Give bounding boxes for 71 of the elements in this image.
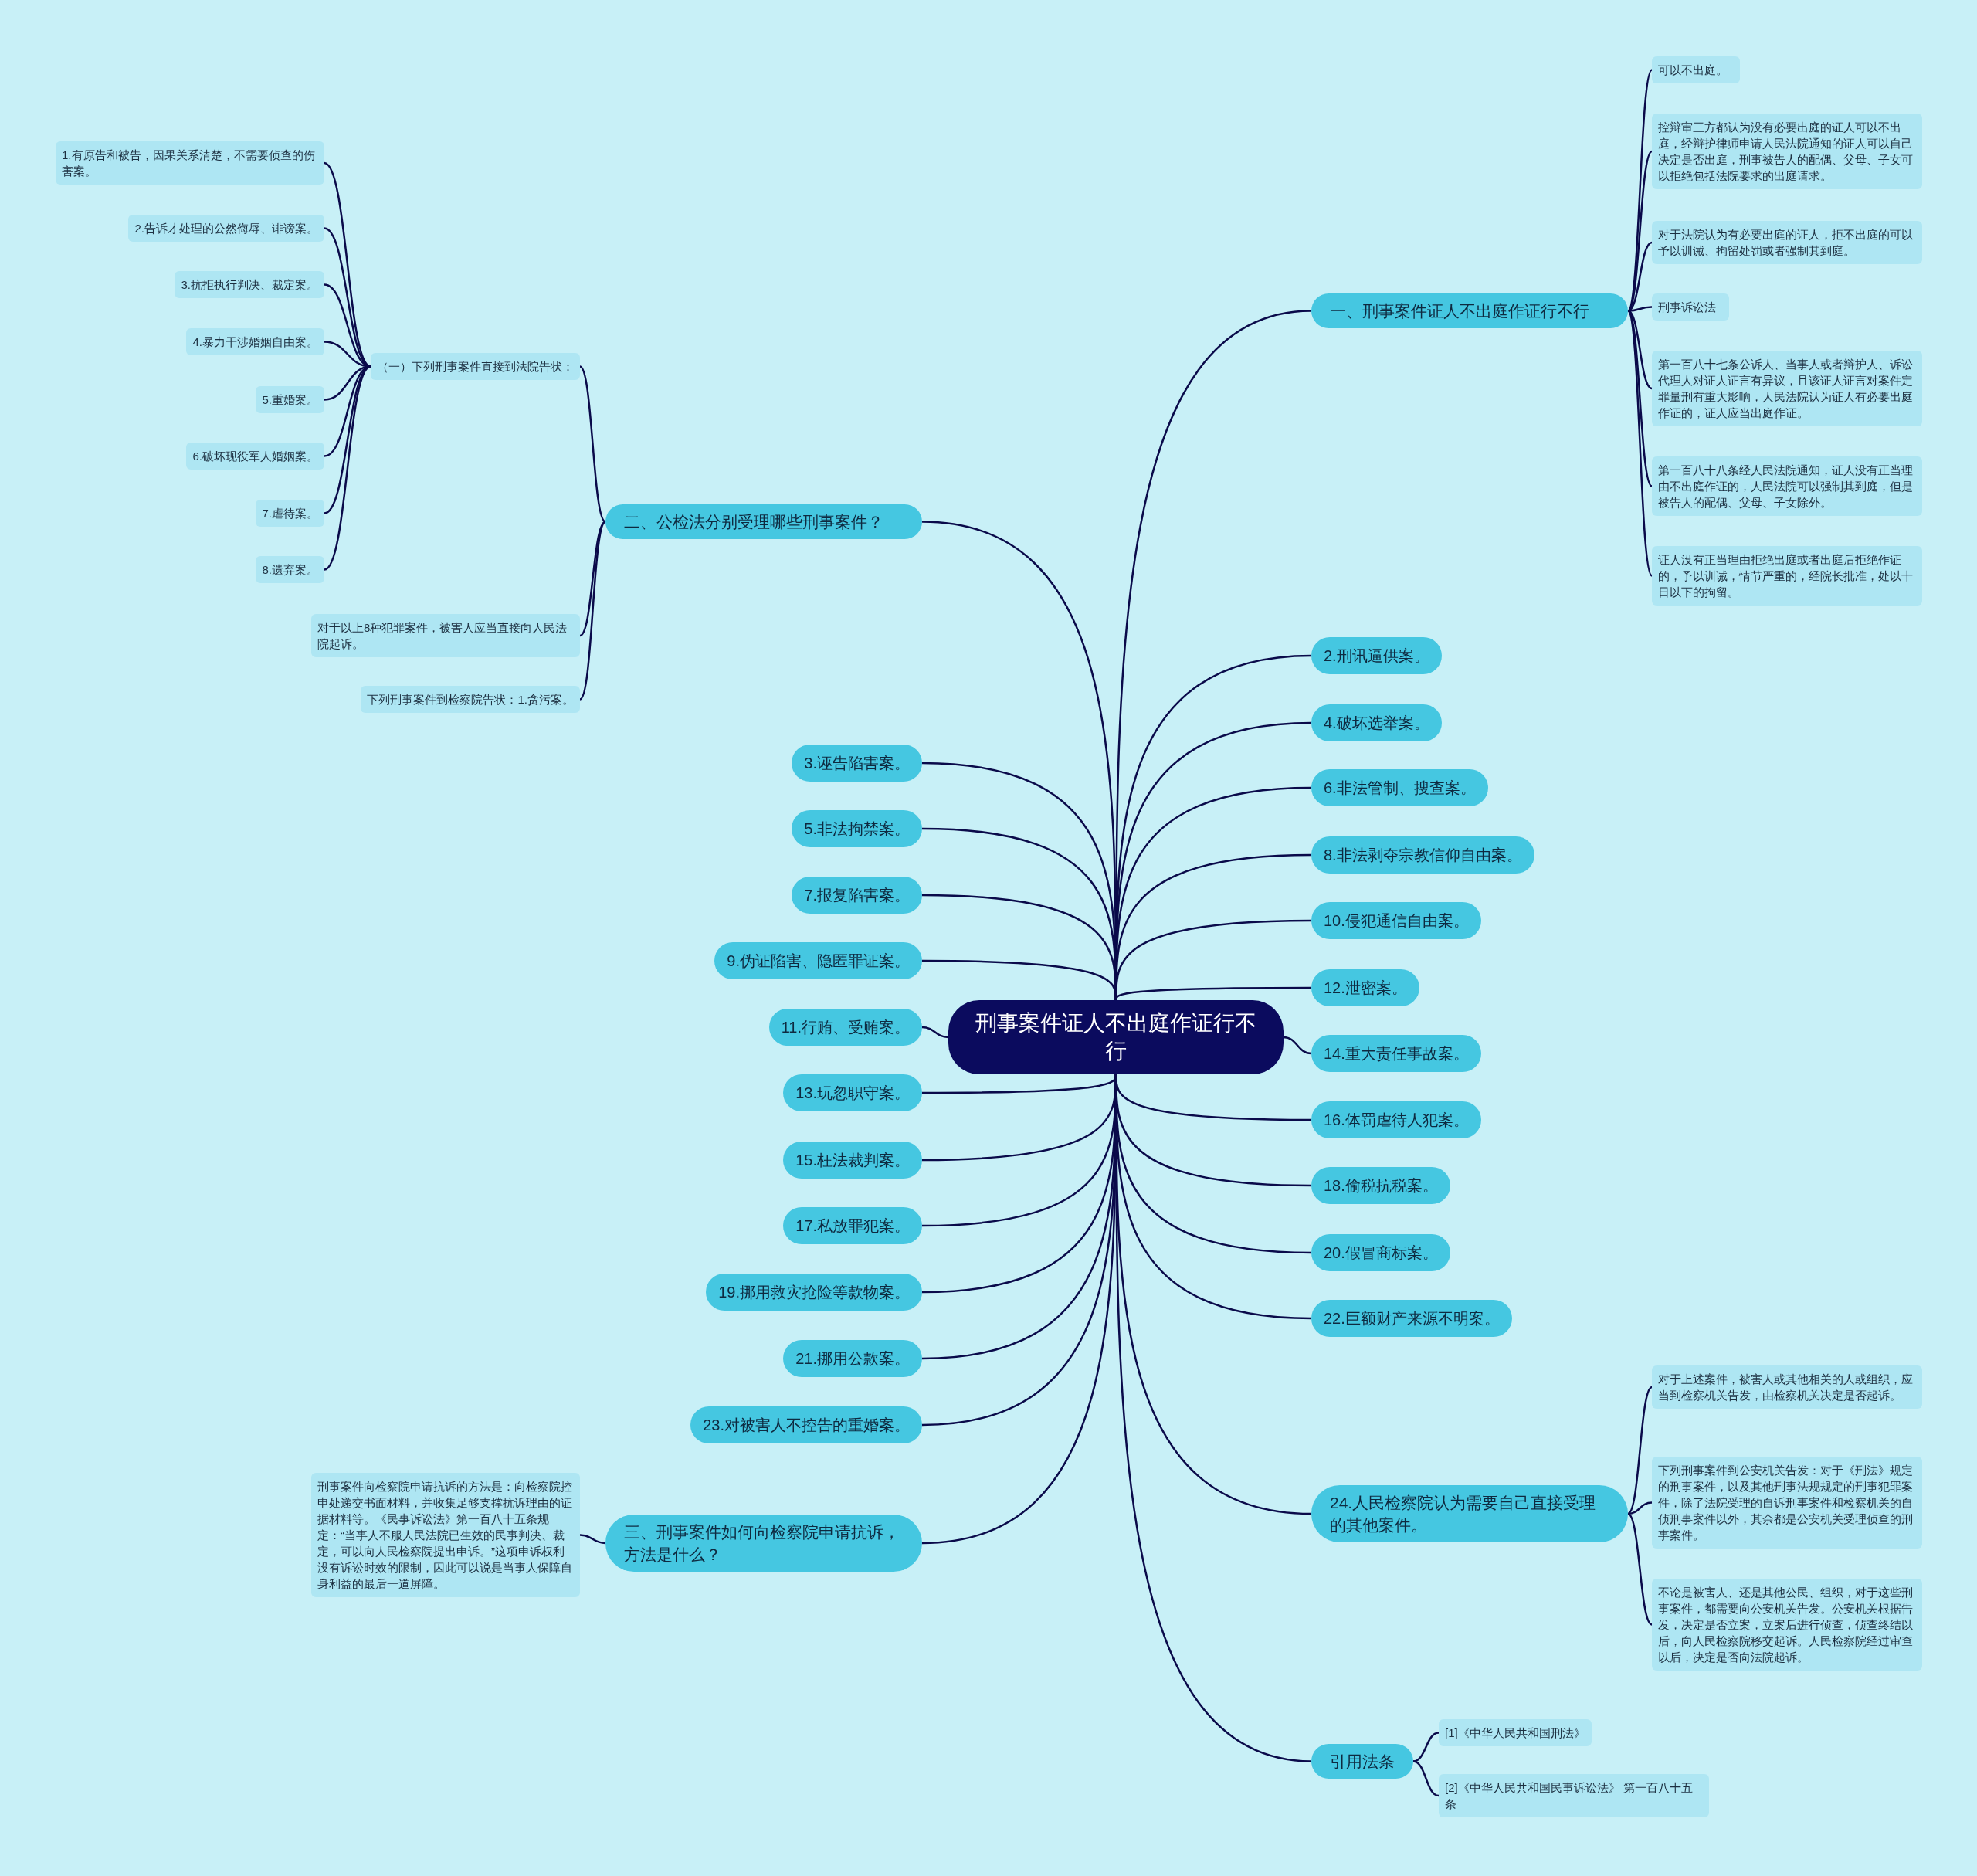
note-card: 不论是被害人、还是其他公民、组织，对于这些刑事案件，都需要向公安机关告发。公安机关根据告发，决定是否立案，立案后进行侦查，侦查终结以后，向人民检察院移交起诉。人民检察院经过审查以后，决定是否向法院起诉。: [1652, 1579, 1922, 1671]
note-card: （一）下列刑事案件直接到法院告状：: [371, 353, 580, 380]
note-card: 6.破坏现役军人婚姻案。: [186, 443, 324, 470]
branch-topic: 三、刑事案件如何向检察院申请抗诉，方法是什么？: [605, 1515, 922, 1572]
connector-line: [1412, 1760, 1440, 1797]
topic-pill: 4.破坏选举案。: [1311, 704, 1442, 741]
topic-pill: 12.泄密案。: [1311, 969, 1419, 1006]
note-card: [2]《中华人民共和国民事诉讼法》 第一百八十五条: [1439, 1774, 1709, 1817]
topic-pill: 16.体罚虐待人犯案。: [1311, 1101, 1481, 1138]
topic-pill: 13.玩忽职守案。: [783, 1074, 922, 1111]
connector-line: [921, 1026, 949, 1039]
connector-line: [579, 521, 606, 636]
connector-line: [579, 1534, 606, 1545]
note-card: 7.虐待案。: [256, 500, 324, 527]
topic-pill: 14.重大责任事故案。: [1311, 1035, 1481, 1072]
note-card: 第一百八十八条经人民法院通知，证人没有正当理由不出庭作证的，人民法院可以强制其到庭，但是被告人的配偶、父母、子女除外。: [1652, 456, 1922, 516]
branch-topic: 引用法条: [1311, 1744, 1413, 1779]
note-card: 可以不出庭。: [1652, 56, 1740, 83]
topic-pill: 7.报复陷害案。: [792, 877, 922, 914]
connector-line: [1412, 1732, 1440, 1762]
note-card: 第一百八十七条公诉人、当事人或者辩护人、诉讼代理人对证人证言有异议，且该证人证言对案件定罪量刑有重大影响，人民法院认为证人有必要出庭作证的，证人应当出庭作证。: [1652, 351, 1922, 426]
connector-line: [1283, 1036, 1312, 1055]
note-card: 8.遗弃案。: [256, 556, 324, 583]
connector-line: [324, 365, 371, 571]
connector-line: [324, 162, 371, 368]
connector-line: [579, 521, 606, 701]
note-card: 对于法院认为有必要出庭的证人，拒不出庭的可以予以训诫、拘留处罚或者强制其到庭。: [1652, 221, 1922, 264]
central-topic: 刑事案件证人不出庭作证行不行: [948, 1000, 1284, 1074]
note-card: 控辩审三方都认为没有必要出庭的证人可以不出庭，经辩护律师申请人民法院通知的证人可以自己决定是否出庭，刑事被告人的配偶、父母、子女可以拒绝包括法院要求的出庭请求。: [1652, 114, 1922, 189]
topic-pill: 22.巨额财产来源不明案。: [1311, 1300, 1512, 1337]
connector-line: [1627, 310, 1653, 390]
note-card: 2.告诉才处理的公然侮辱、诽谤案。: [128, 215, 324, 242]
topic-pill: 2.刑讯逼供案。: [1311, 637, 1442, 674]
topic-pill: 11.行贿、受贿案。: [768, 1009, 922, 1046]
note-card: 下列刑事案件到检察院告状：1.贪污案。: [361, 686, 580, 713]
connector-line: [1627, 1513, 1653, 1626]
note-card: 对于以上8种犯罪案件，被害人应当直接向人民法院起诉。: [311, 614, 580, 657]
note-card: 证人没有正当理由拒绝出庭或者出庭后拒绝作证的，予以训诫，情节严重的，经院长批准，处以十日以下的拘留。: [1652, 546, 1922, 606]
topic-pill: 8.非法剥夺宗教信仰自由案。: [1311, 836, 1534, 874]
note-card: 1.有原告和被告，因果关系清楚，不需要侦查的伤害案。: [56, 141, 324, 185]
connector-line: [579, 365, 606, 523]
note-card: 5.重婚案。: [256, 386, 324, 413]
topic-pill: 17.私放罪犯案。: [783, 1207, 922, 1244]
note-card: 对于上述案件，被害人或其他相关的人或组织，应当到检察机关告发，由检察机关决定是否起诉。: [1652, 1365, 1922, 1409]
connector-line: [324, 365, 371, 457]
connector-line: [1627, 151, 1653, 312]
connector-line: [1627, 1386, 1653, 1515]
branch-topic: 一、刑事案件证人不出庭作证行不行: [1311, 293, 1628, 328]
topic-pill: 19.挪用救灾抢险等款物案。: [706, 1274, 922, 1311]
topic-pill: 5.非法拘禁案。: [792, 810, 922, 847]
connector-line: [922, 959, 1117, 1001]
note-card: 下列刑事案件到公安机关告发：对于《刑法》规定的刑事案件，以及其他刑事法规规定的刑事犯罪案件，除了法院受理的自诉刑事案件和检察机关的自侦刑事案件以外，其余都是公安机关受理侦查的刑事案件。: [1652, 1457, 1922, 1549]
branch-topic: 24.人民检察院认为需要自己直接受理的其他案件。: [1311, 1485, 1628, 1542]
topic-pill: 3.诬告陷害案。: [792, 745, 922, 782]
branch-topic: 二、公检法分别受理哪些刑事案件？: [605, 504, 922, 539]
note-card: [1]《中华人民共和国刑法》: [1439, 1719, 1592, 1746]
connector-line: [1114, 986, 1311, 1001]
note-card: 3.抗拒执行判决、裁定案。: [175, 271, 324, 298]
topic-pill: 23.对被害人不控告的重婚案。: [690, 1406, 922, 1443]
topic-pill: 10.侵犯通信自由案。: [1311, 902, 1481, 939]
topic-pill: 15.枉法裁判案。: [783, 1142, 922, 1179]
note-card: 刑事诉讼法: [1652, 293, 1729, 321]
note-card: 刑事案件向检察院申请抗诉的方法是：向检察院控申处递交书面材料，并收集足够支撑抗诉理由的证据材料等。《民事诉讼法》第一百八十五条规定：“当事人不服人民法院已生效的民事判决、裁定，可以向人民检察院提出申诉。”这项申诉权利没有诉讼时效的限制，因此可以说是当事人保障自身利益的最后一道屏障。: [311, 1473, 580, 1597]
note-card: 4.暴力干涉婚姻自由案。: [186, 328, 324, 355]
topic-pill: 9.伪证陷害、隐匿罪证案。: [714, 942, 922, 979]
topic-pill: 20.假冒商标案。: [1311, 1234, 1450, 1271]
topic-pill: 6.非法管制、搜查案。: [1311, 769, 1488, 806]
connector-line: [1626, 310, 1653, 577]
connector-line: [1627, 1501, 1653, 1515]
topic-pill: 18.偷税抗税案。: [1311, 1167, 1450, 1204]
topic-pill: 21.挪用公款案。: [783, 1340, 922, 1377]
